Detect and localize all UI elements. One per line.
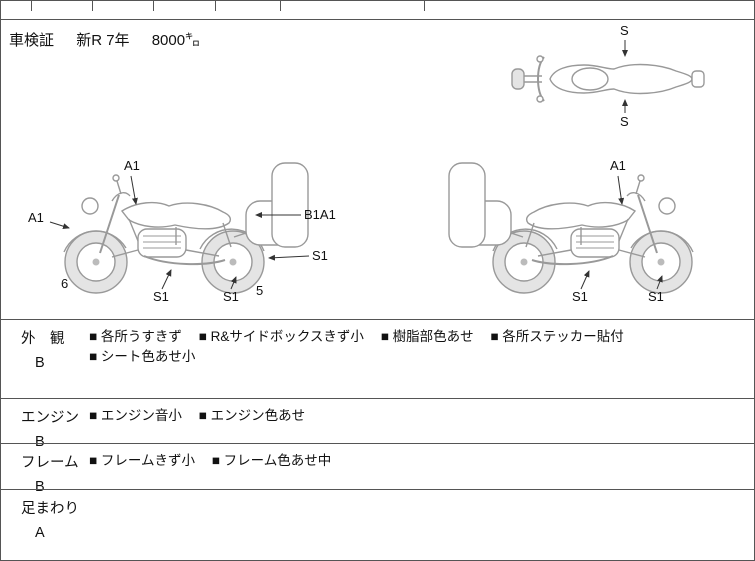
table-column-divider [424, 1, 425, 11]
arrow-s1-left-right-view [580, 270, 590, 290]
diagram-number-5: 5 [256, 283, 263, 298]
condition-row-exterior: 外 観 B ■ 各所うすきず ■ R&サイドボックスきず小 ■ 樹脂部色あせ ■… [1, 320, 754, 398]
condition-item: ■ 各所うすきず [89, 329, 182, 344]
damage-label-s1-wheel: S1 [223, 289, 239, 304]
condition-category: 足まわり [21, 501, 79, 517]
condition-grade: B [35, 479, 45, 495]
arrow-a1-tank [130, 175, 138, 205]
clipped-table-row [1, 1, 754, 20]
condition-grade: A [35, 525, 45, 541]
arrow-s1-wheel [230, 276, 237, 290]
condition-row-frame: フレーム B ■ フレームきず小 ■ フレーム色あせ中 [1, 443, 754, 495]
condition-items [89, 497, 754, 560]
arrow-a1-tank-right [617, 175, 625, 205]
condition-item: ■ 樹脂部色あせ [380, 329, 474, 344]
condition-item: ■ フレーム色あせ中 [211, 453, 332, 468]
motorcycle-side-view-art [63, 162, 309, 294]
inspection-label: 車検証 [9, 32, 55, 49]
damage-label-s1-right-right-view: S1 [648, 289, 664, 304]
damage-label-a1-tank: A1 [124, 158, 140, 173]
condition-category: フレーム [21, 455, 79, 471]
damage-label-s1-under: S1 [153, 289, 169, 304]
condition-items: ■ エンジン音小 ■ エンジン色あせ [89, 406, 754, 443]
condition-table: 外 観 B ■ 各所うすきず ■ R&サイドボックスきず小 ■ 樹脂部色あせ ■… [1, 319, 754, 560]
condition-category: エンジン [21, 410, 79, 426]
damage-label-s1-rear: S1 [312, 248, 328, 263]
inspection-mileage: 8000㌔ [151, 32, 201, 49]
arrow-a1-front [49, 221, 70, 230]
condition-items: ■ フレームきず小 ■ フレーム色あせ中 [89, 451, 754, 489]
vehicle-inspection-info: 車検証 新R 7年 8000㌔ [9, 29, 218, 50]
table-column-divider [92, 1, 93, 11]
condition-row-undercarriage: 足まわり A [1, 489, 754, 560]
condition-item: ■ フレームきず小 [89, 453, 195, 468]
condition-category: 外 観 [21, 331, 65, 347]
motorcycle-top-view-diagram: S S [511, 23, 705, 129]
damage-label-s1-left-right-view: S1 [572, 289, 588, 304]
damage-label-s-top: S [620, 23, 629, 38]
motorcycle-side-view-art-mirrored [448, 162, 694, 294]
condition-item: ■ R&サイドボックスきず小 [198, 329, 364, 344]
inspection-registration: 新R 7年 [76, 32, 130, 49]
table-column-divider [280, 1, 281, 11]
condition-item: ■ エンジン色あせ [198, 408, 306, 423]
motorcycle-top-view-art [511, 55, 705, 103]
arrow-s1-under [161, 269, 172, 290]
diagram-number-6: 6 [61, 276, 68, 291]
damage-label-a1-front: A1 [28, 210, 44, 225]
condition-grade: B [35, 355, 45, 371]
table-column-divider [153, 1, 154, 11]
condition-item: ■ 各所ステッカー貼付 [490, 329, 624, 344]
arrow-s1-right-right-view [656, 275, 663, 290]
motorcycle-side-view-left-diagram: A1 A1 B1A1 S1 S1 S1 6 5 [28, 158, 336, 304]
condition-item: ■ シート色あせ小 [89, 349, 196, 365]
condition-row-engine: エンジン B ■ エンジン音小 ■ エンジン色あせ [1, 398, 754, 450]
condition-grade: B [35, 434, 45, 450]
motorcycle-side-view-right-diagram: A1 S1 S1 [448, 158, 694, 304]
table-column-divider [215, 1, 216, 11]
damage-label-s-bottom: S [620, 114, 629, 129]
arrow-s1-rear [268, 254, 310, 261]
damage-label-b1a1-box: B1A1 [304, 207, 336, 222]
condition-items: ■ 各所うすきず ■ R&サイドボックスきず小 ■ 樹脂部色あせ ■ 各所ステッ… [89, 327, 754, 398]
damage-label-a1-tank-right: A1 [610, 158, 626, 173]
condition-item: ■ エンジン音小 [89, 408, 182, 423]
table-column-divider [31, 1, 32, 11]
